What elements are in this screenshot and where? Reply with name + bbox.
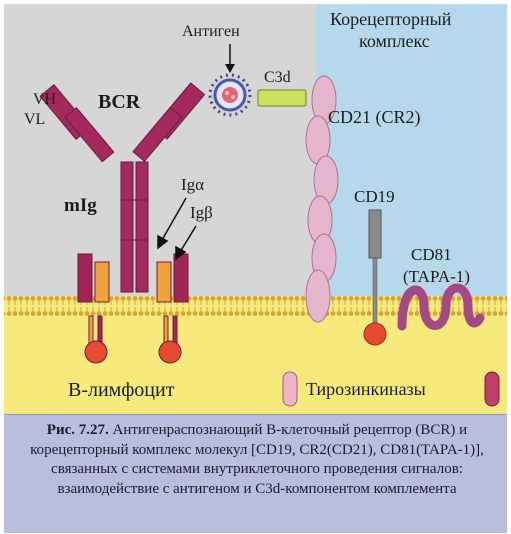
cd21-label: CD21 (CR2): [328, 107, 421, 127]
cd21-molecule: [305, 75, 339, 323]
bcr-stem-right: [135, 161, 149, 293]
itam-left: [84, 340, 108, 364]
ig-alpha-beta-left: [77, 253, 110, 364]
c3d-label: C3d: [264, 69, 291, 86]
coreceptor-title-line1: Корецепторный: [330, 9, 452, 29]
antigen-arrow-head: [225, 64, 235, 73]
bcr-right-light-chain: [132, 106, 183, 163]
cell-membrane: [4, 296, 507, 316]
bcr-left-light-chain: [64, 106, 115, 163]
ig-alpha-beta-right: [156, 253, 189, 364]
diagram-canvas: [4, 4, 507, 414]
b-lymphocyte-label: B-лимфоцит: [68, 379, 175, 401]
bcr-stem-left: [120, 161, 134, 293]
vh-label: VH: [33, 91, 57, 108]
figure-caption: Рис. 7.27. Антигенраспознающий B-клеточн…: [4, 414, 507, 533]
caption-body: Антигенраспознающий B-клеточный рецептор…: [30, 422, 484, 497]
extracellular-left-background: [4, 4, 316, 296]
extracellular-right-background: [316, 4, 507, 296]
ig-pointer-arrows: [157, 197, 197, 261]
cd81-label-line1: CD81: [411, 245, 452, 264]
bcr-receptor: [39, 82, 206, 293]
coreceptor-title-line2: комплекс: [359, 31, 430, 51]
vl-label: VL: [24, 111, 46, 128]
cd19-label: CD19: [354, 187, 395, 206]
antigen-label: Антиген: [182, 23, 240, 40]
itam-right: [158, 340, 182, 364]
cd81-molecule: [397, 283, 485, 331]
tyrosine-kinase-magenta: [484, 371, 500, 407]
antigen: [208, 73, 252, 117]
mig-label: mIg: [64, 195, 97, 216]
ig-beta-label: Igβ: [190, 203, 213, 222]
c3d-component: [257, 89, 307, 107]
tyrosine-kinase-pink: [282, 371, 298, 407]
cd19-molecule: [363, 209, 387, 346]
bcr-label: BCR: [98, 91, 141, 113]
ig-alpha-label: Igα: [181, 175, 205, 194]
caption-text: Рис. 7.27. Антигенраспознающий B-клеточн…: [18, 421, 496, 499]
tyrosine-kinases-label: Тирозинкиназы: [306, 379, 426, 399]
caption-figure-number: Рис. 7.27.: [46, 422, 109, 438]
cd81-label-line2: (TAPA-1): [403, 267, 470, 286]
